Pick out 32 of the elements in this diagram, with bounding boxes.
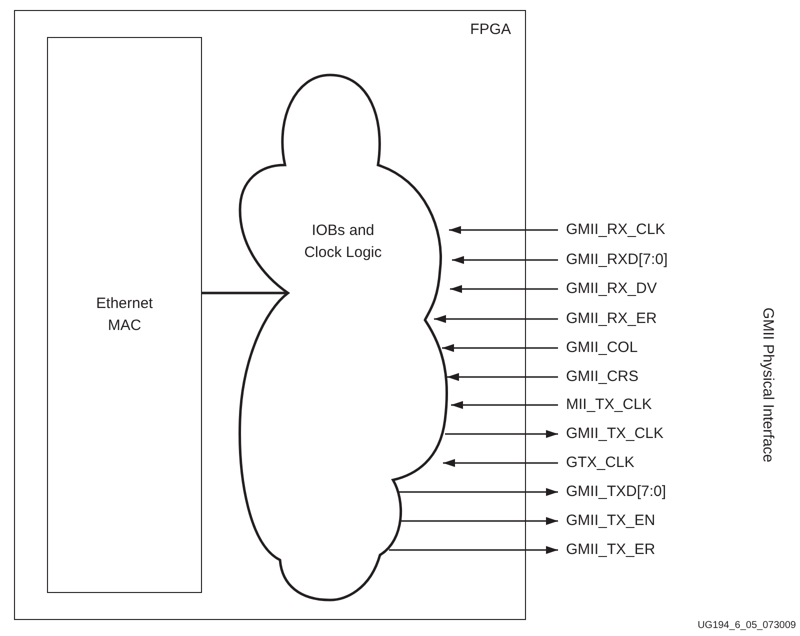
signal-arrow bbox=[449, 226, 558, 234]
block-label: Ethernet MAC bbox=[95, 294, 154, 336]
signal-name: GMII_TX_CLK bbox=[566, 425, 664, 442]
signal-name: GTX_CLK bbox=[566, 454, 634, 471]
signal-arrow bbox=[445, 430, 558, 438]
interface-label: GMII Physical Interface bbox=[760, 307, 776, 463]
signal-name: GMII_RX_CLK bbox=[566, 221, 666, 238]
signal-arrow bbox=[452, 256, 558, 264]
signal-arrow bbox=[398, 488, 558, 496]
signal-arrow bbox=[389, 546, 558, 554]
chip-boundary bbox=[14, 10, 526, 620]
signal-name: GMII_RX_ER bbox=[566, 310, 657, 327]
signal-arrow bbox=[447, 373, 558, 381]
signal-name: GMII_COL bbox=[566, 339, 638, 356]
signal-name: GMII_TXD[7:0] bbox=[566, 483, 666, 500]
signal-arrow bbox=[399, 517, 558, 525]
signal-name: GMII_RX_DV bbox=[566, 280, 657, 297]
connector-line bbox=[202, 292, 288, 294]
signal-arrow bbox=[450, 285, 558, 293]
cloud-label: IOBs and Clock Logic bbox=[303, 221, 383, 263]
chip-title: FPGA bbox=[470, 21, 511, 38]
signal-name: MII_TX_CLK bbox=[566, 396, 652, 413]
signal-arrow bbox=[443, 459, 558, 467]
signal-name: GMII_TX_EN bbox=[566, 512, 656, 529]
signal-name: GMII_TX_ER bbox=[566, 541, 656, 558]
signal-name: GMII_CRS bbox=[566, 368, 639, 385]
figure-id: UG194_6_05_073009 bbox=[698, 620, 796, 631]
signal-name: GMII_RXD[7:0] bbox=[566, 251, 668, 268]
signal-arrow bbox=[451, 401, 558, 409]
signal-arrow bbox=[434, 315, 558, 323]
mac-block bbox=[47, 37, 202, 593]
signal-arrow bbox=[442, 344, 558, 352]
